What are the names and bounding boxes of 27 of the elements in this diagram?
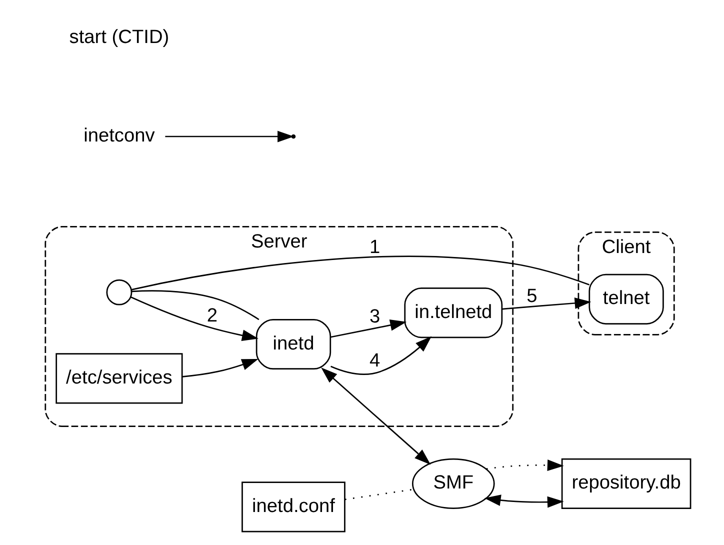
node-ellipse: SMF: [411, 458, 494, 509]
label: start (CTID): [68, 27, 169, 48]
node-circle: [106, 279, 132, 306]
arrow: [330, 336, 432, 375]
node-box: inetd: [255, 318, 331, 370]
arrow: [484, 494, 564, 508]
arrow: [502, 297, 591, 310]
arrow: [182, 359, 258, 378]
arrow: [330, 319, 406, 338]
node-box: in.telnetd: [404, 288, 502, 338]
edge-label: 5: [526, 286, 537, 308]
connector: [130, 256, 589, 290]
connector: [131, 290, 259, 320]
arrow: [164, 130, 294, 142]
edge-label: 4: [368, 350, 380, 372]
edge-label: 2: [206, 305, 217, 326]
arrow: [320, 367, 430, 465]
arrow: [486, 460, 564, 472]
edge-label: 3: [368, 306, 380, 328]
node-box: inetd.conf: [241, 482, 345, 532]
node-box: telnet: [588, 274, 664, 324]
node-box: /etc/services: [55, 353, 182, 404]
node-text: inetconv: [83, 126, 154, 147]
node-box: repository.db: [560, 458, 691, 509]
edge-label: 1: [368, 236, 380, 258]
arrow: [130, 296, 258, 342]
connector: [344, 488, 413, 500]
